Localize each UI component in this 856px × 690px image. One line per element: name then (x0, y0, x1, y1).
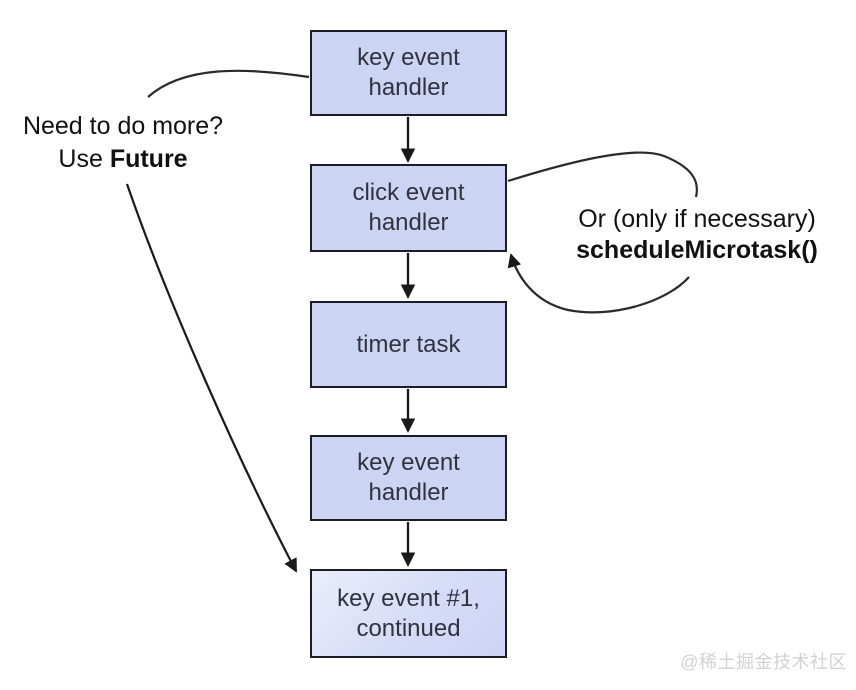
future-note-line2: Use Future (58, 145, 188, 173)
microtask-note-line1: Or (only if necessary) (578, 205, 816, 233)
node-label: timer task (356, 330, 461, 358)
node-timer-task: timer task (310, 301, 507, 388)
node-label: key event handler (357, 44, 460, 101)
node-label: key event handler (357, 449, 460, 506)
node-click-event-handler: click event handler (310, 164, 507, 252)
future-note: Need to do more? Use Future (4, 110, 242, 176)
curve-future-note-to-key1 (147, 69, 310, 98)
node-label: key event #1, continued (337, 584, 480, 642)
watermark: @稀土掘金技术社区 (680, 652, 847, 672)
arrow-future-to-continued (125, 183, 297, 573)
microtask-note: Or (only if necessary) scheduleMicrotask… (552, 204, 842, 266)
future-keyword: Future (109, 145, 188, 173)
node-key-event-1-continued: key event #1, continued (310, 569, 507, 658)
node-key-event-handler-1: key event handler (310, 30, 507, 116)
node-label: click event handler (352, 179, 465, 236)
curve-click-to-microtask-note (507, 151, 698, 198)
schedule-microtask-keyword: scheduleMicrotask() (576, 236, 818, 264)
future-note-line1: Need to do more? (22, 112, 224, 140)
node-key-event-handler-2: key event handler (310, 435, 507, 521)
